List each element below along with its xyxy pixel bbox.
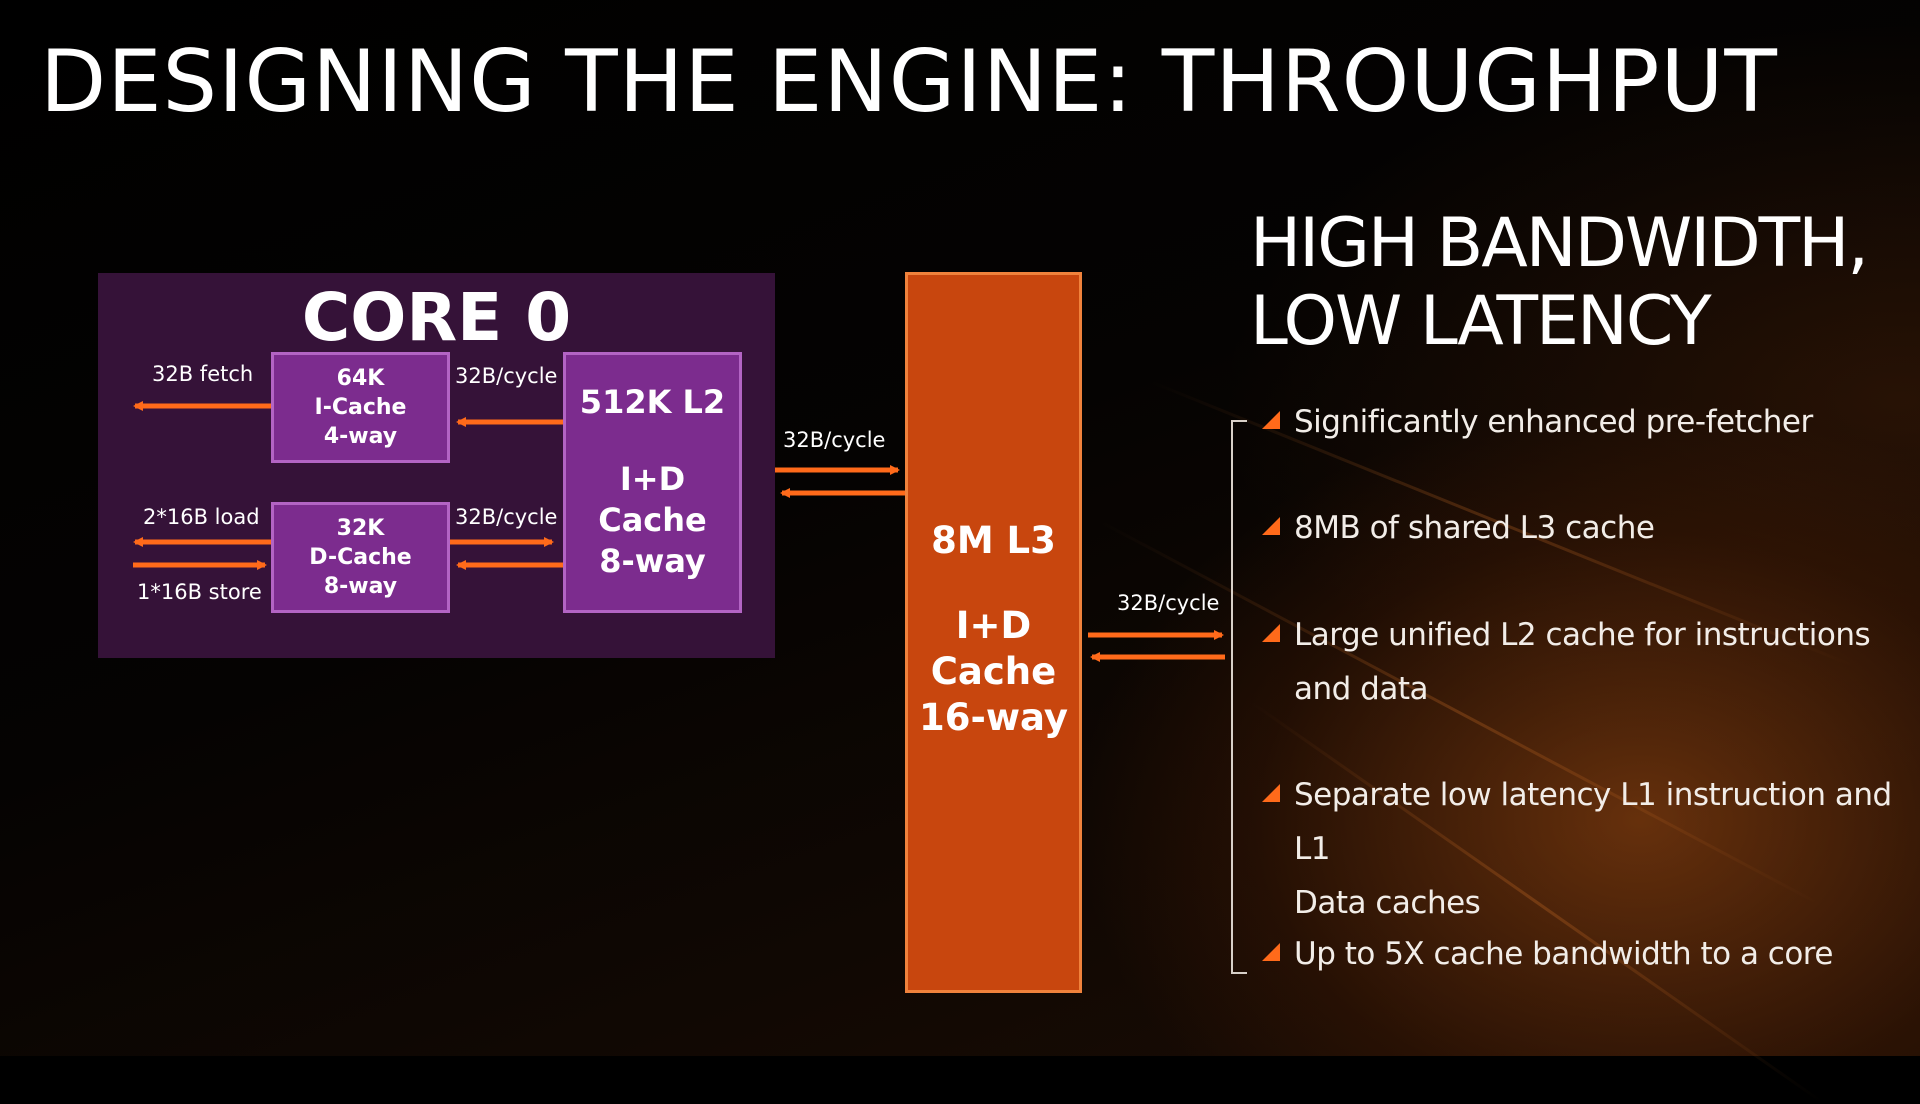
l3-type: I+D <box>955 604 1032 647</box>
bullet-text: Separate low latency L1 instruction and … <box>1294 777 1892 867</box>
l2-l3-bandwidth-label: 32B/cycle <box>783 428 886 452</box>
l2-type: I+D <box>619 460 686 498</box>
l3-cache-box: 8M L3 I+D Cache 16-way <box>905 272 1082 993</box>
l2-name: Cache <box>598 501 707 539</box>
l3-assoc: 16-way <box>919 696 1068 739</box>
triangle-bullet-icon <box>1262 784 1280 802</box>
bullet-text: Large unified L2 cache for instructions <box>1294 617 1871 653</box>
load-label: 2*16B load <box>143 505 260 529</box>
dcache-assoc: 8-way <box>323 574 398 599</box>
bullet-item: Large unified L2 cache for instructions … <box>1262 608 1902 716</box>
slide-subtitle: HIGH BANDWIDTH, LOW LATENCY <box>1250 205 1890 361</box>
icache-l2-bandwidth-label: 32B/cycle <box>455 364 558 388</box>
dcache-box: 32K D-Cache 8-way <box>271 502 450 613</box>
bullet-bracket <box>1231 420 1247 974</box>
icache-size: 64K <box>336 366 385 391</box>
bullet-item: Separate low latency L1 instruction and … <box>1262 768 1902 930</box>
l2-assoc: 8-way <box>599 542 706 580</box>
dcache-name: D-Cache <box>309 545 412 570</box>
l2-size: 512K L2 <box>579 383 726 421</box>
bullet-text: Up to 5X cache bandwidth to a core <box>1294 936 1833 972</box>
icache-assoc: 4-way <box>323 424 398 449</box>
icache-box: 64K I-Cache 4-way <box>271 352 450 463</box>
l3-out-bandwidth-label: 32B/cycle <box>1117 591 1220 615</box>
bullet-item: Up to 5X cache bandwidth to a core <box>1262 927 1902 981</box>
subtitle-line-2: LOW LATENCY <box>1250 282 1712 361</box>
bullet-item: 8MB of shared L3 cache <box>1262 501 1902 555</box>
store-label: 1*16B store <box>137 580 262 604</box>
l3-size: 8M L3 <box>931 519 1056 562</box>
bullet-item: Significantly enhanced pre-fetcher <box>1262 395 1902 449</box>
subtitle-line-1: HIGH BANDWIDTH, <box>1250 204 1869 283</box>
bullet-text-continued: Data caches <box>1294 885 1481 921</box>
triangle-bullet-icon <box>1262 411 1280 429</box>
bullet-text-continued: and data <box>1294 671 1429 707</box>
triangle-bullet-icon <box>1262 517 1280 535</box>
slide-title: DESIGNING THE ENGINE: THROUGHPUT <box>40 32 1778 132</box>
dcache-l2-bandwidth-label: 32B/cycle <box>455 505 558 529</box>
icache-name: I-Cache <box>314 395 407 420</box>
triangle-bullet-icon <box>1262 624 1280 642</box>
connection-arrows <box>133 401 1225 662</box>
dcache-size: 32K <box>336 516 385 541</box>
triangle-bullet-icon <box>1262 943 1280 961</box>
fetch-label: 32B fetch <box>152 362 254 386</box>
bullet-text: Significantly enhanced pre-fetcher <box>1294 404 1813 440</box>
l2-cache-box: 512K L2 I+D Cache 8-way <box>563 352 742 613</box>
l3-name: Cache <box>930 650 1057 693</box>
bullet-text: 8MB of shared L3 cache <box>1294 510 1655 546</box>
core-title: CORE 0 <box>301 279 572 356</box>
